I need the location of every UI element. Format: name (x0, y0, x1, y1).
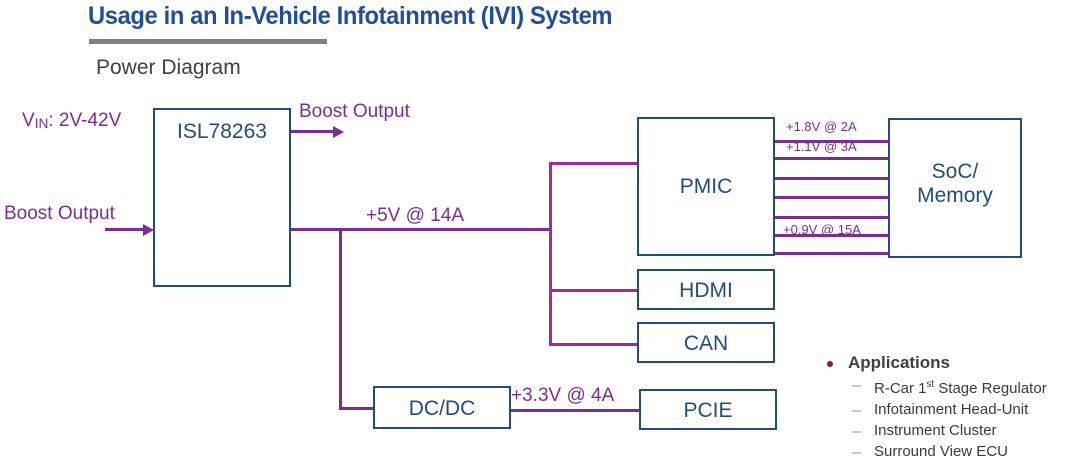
wire-pmic-feed (549, 162, 639, 165)
box-can[interactable]: CAN (637, 322, 775, 363)
wire-boost-output-top (291, 130, 335, 133)
application-item: Infotainment Head-Unit (822, 399, 1080, 420)
wire-boost-output-left (105, 228, 145, 231)
rail-line-7 (775, 252, 889, 255)
boost-output-left-label: Boost Output (4, 203, 115, 224)
rail-line-5 (775, 216, 889, 219)
wire-5v-drop-to-dcdc (339, 228, 342, 410)
rail-line-6 (775, 234, 889, 237)
application-item-sup: st (926, 379, 935, 390)
wire-hdmi-feed (549, 289, 639, 292)
boost-output-top-label: Boost Output (299, 101, 410, 122)
application-item-text: Surround View ECU (874, 443, 1008, 460)
applications-heading: Applications (822, 352, 1080, 374)
title-divider (89, 39, 327, 44)
box-dcdc[interactable]: DC/DC (373, 386, 511, 429)
arrow-boost-output-top (333, 126, 344, 138)
box-dcdc-label: DC/DC (408, 397, 476, 420)
wire-distribution-bus (549, 162, 552, 346)
wire-5v-main (291, 228, 551, 231)
wire-3v3-rail (511, 409, 639, 412)
rail-line-4 (775, 196, 889, 199)
rail-5v-label: +5V @ 14A (366, 205, 464, 226)
dash-icon (852, 452, 861, 454)
rail-3v3-label: +3.3V @ 4A (511, 385, 615, 406)
vin-value: : 2V-42V (48, 110, 122, 131)
arrow-boost-output-left (143, 224, 154, 236)
vin-prefix: V (22, 110, 35, 131)
box-soc-memory-label-line2: Memory (917, 184, 993, 207)
dash-icon (852, 385, 861, 387)
rail-line-2 (775, 157, 889, 160)
box-pmic[interactable]: PMIC (637, 117, 775, 256)
box-pcie-label: PCIE (683, 399, 733, 422)
box-pcie[interactable]: PCIE (639, 389, 777, 430)
application-item-text: Infotainment Head-Unit (874, 401, 1029, 418)
vin-subscript: IN (34, 116, 49, 131)
application-item: Surround View ECU (822, 441, 1080, 462)
box-can-label: CAN (683, 332, 729, 355)
applications-block: Applications R-Car 1st Stage Regulator I… (822, 352, 1080, 462)
box-hdmi[interactable]: HDMI (637, 269, 775, 310)
rail-line-1 (775, 140, 889, 143)
application-item-text: Instrument Cluster (874, 422, 997, 439)
application-item-text: R-Car 1 (874, 380, 927, 397)
box-isl78263[interactable]: ISL78263 (153, 108, 291, 287)
box-isl78263-label: ISL78263 (177, 120, 267, 143)
dash-icon (852, 431, 861, 433)
application-item: R-Car 1st Stage Regulator (822, 374, 1080, 399)
applications-heading-text: Applications (848, 353, 951, 372)
vin-label: VIN: 2V-42V (22, 110, 121, 132)
rail-line-3 (775, 177, 889, 180)
rail-0v9-label: +0.9V @ 15A (783, 222, 861, 237)
box-soc-memory-label-line1: SoC/ (931, 160, 979, 183)
application-item: Instrument Cluster (822, 420, 1080, 441)
box-pmic-label: PMIC (679, 175, 733, 198)
wire-dcdc-feed (339, 407, 375, 410)
application-item-text-post: Stage Regulator (934, 380, 1047, 397)
wire-can-feed (549, 343, 639, 346)
rail-1v1-label: +1.1V @ 3A (786, 139, 857, 154)
box-hdmi-label: HDMI (679, 279, 733, 302)
page-subtitle: Power Diagram (96, 56, 241, 79)
rail-1v8-label: +1.8V @ 2A (786, 119, 857, 134)
page-title: Usage in an In-Vehicle Infotainment (IVI… (88, 2, 613, 30)
box-soc-memory[interactable]: SoC/ Memory (888, 118, 1022, 258)
bullet-icon (827, 361, 833, 367)
dash-icon (852, 410, 861, 412)
